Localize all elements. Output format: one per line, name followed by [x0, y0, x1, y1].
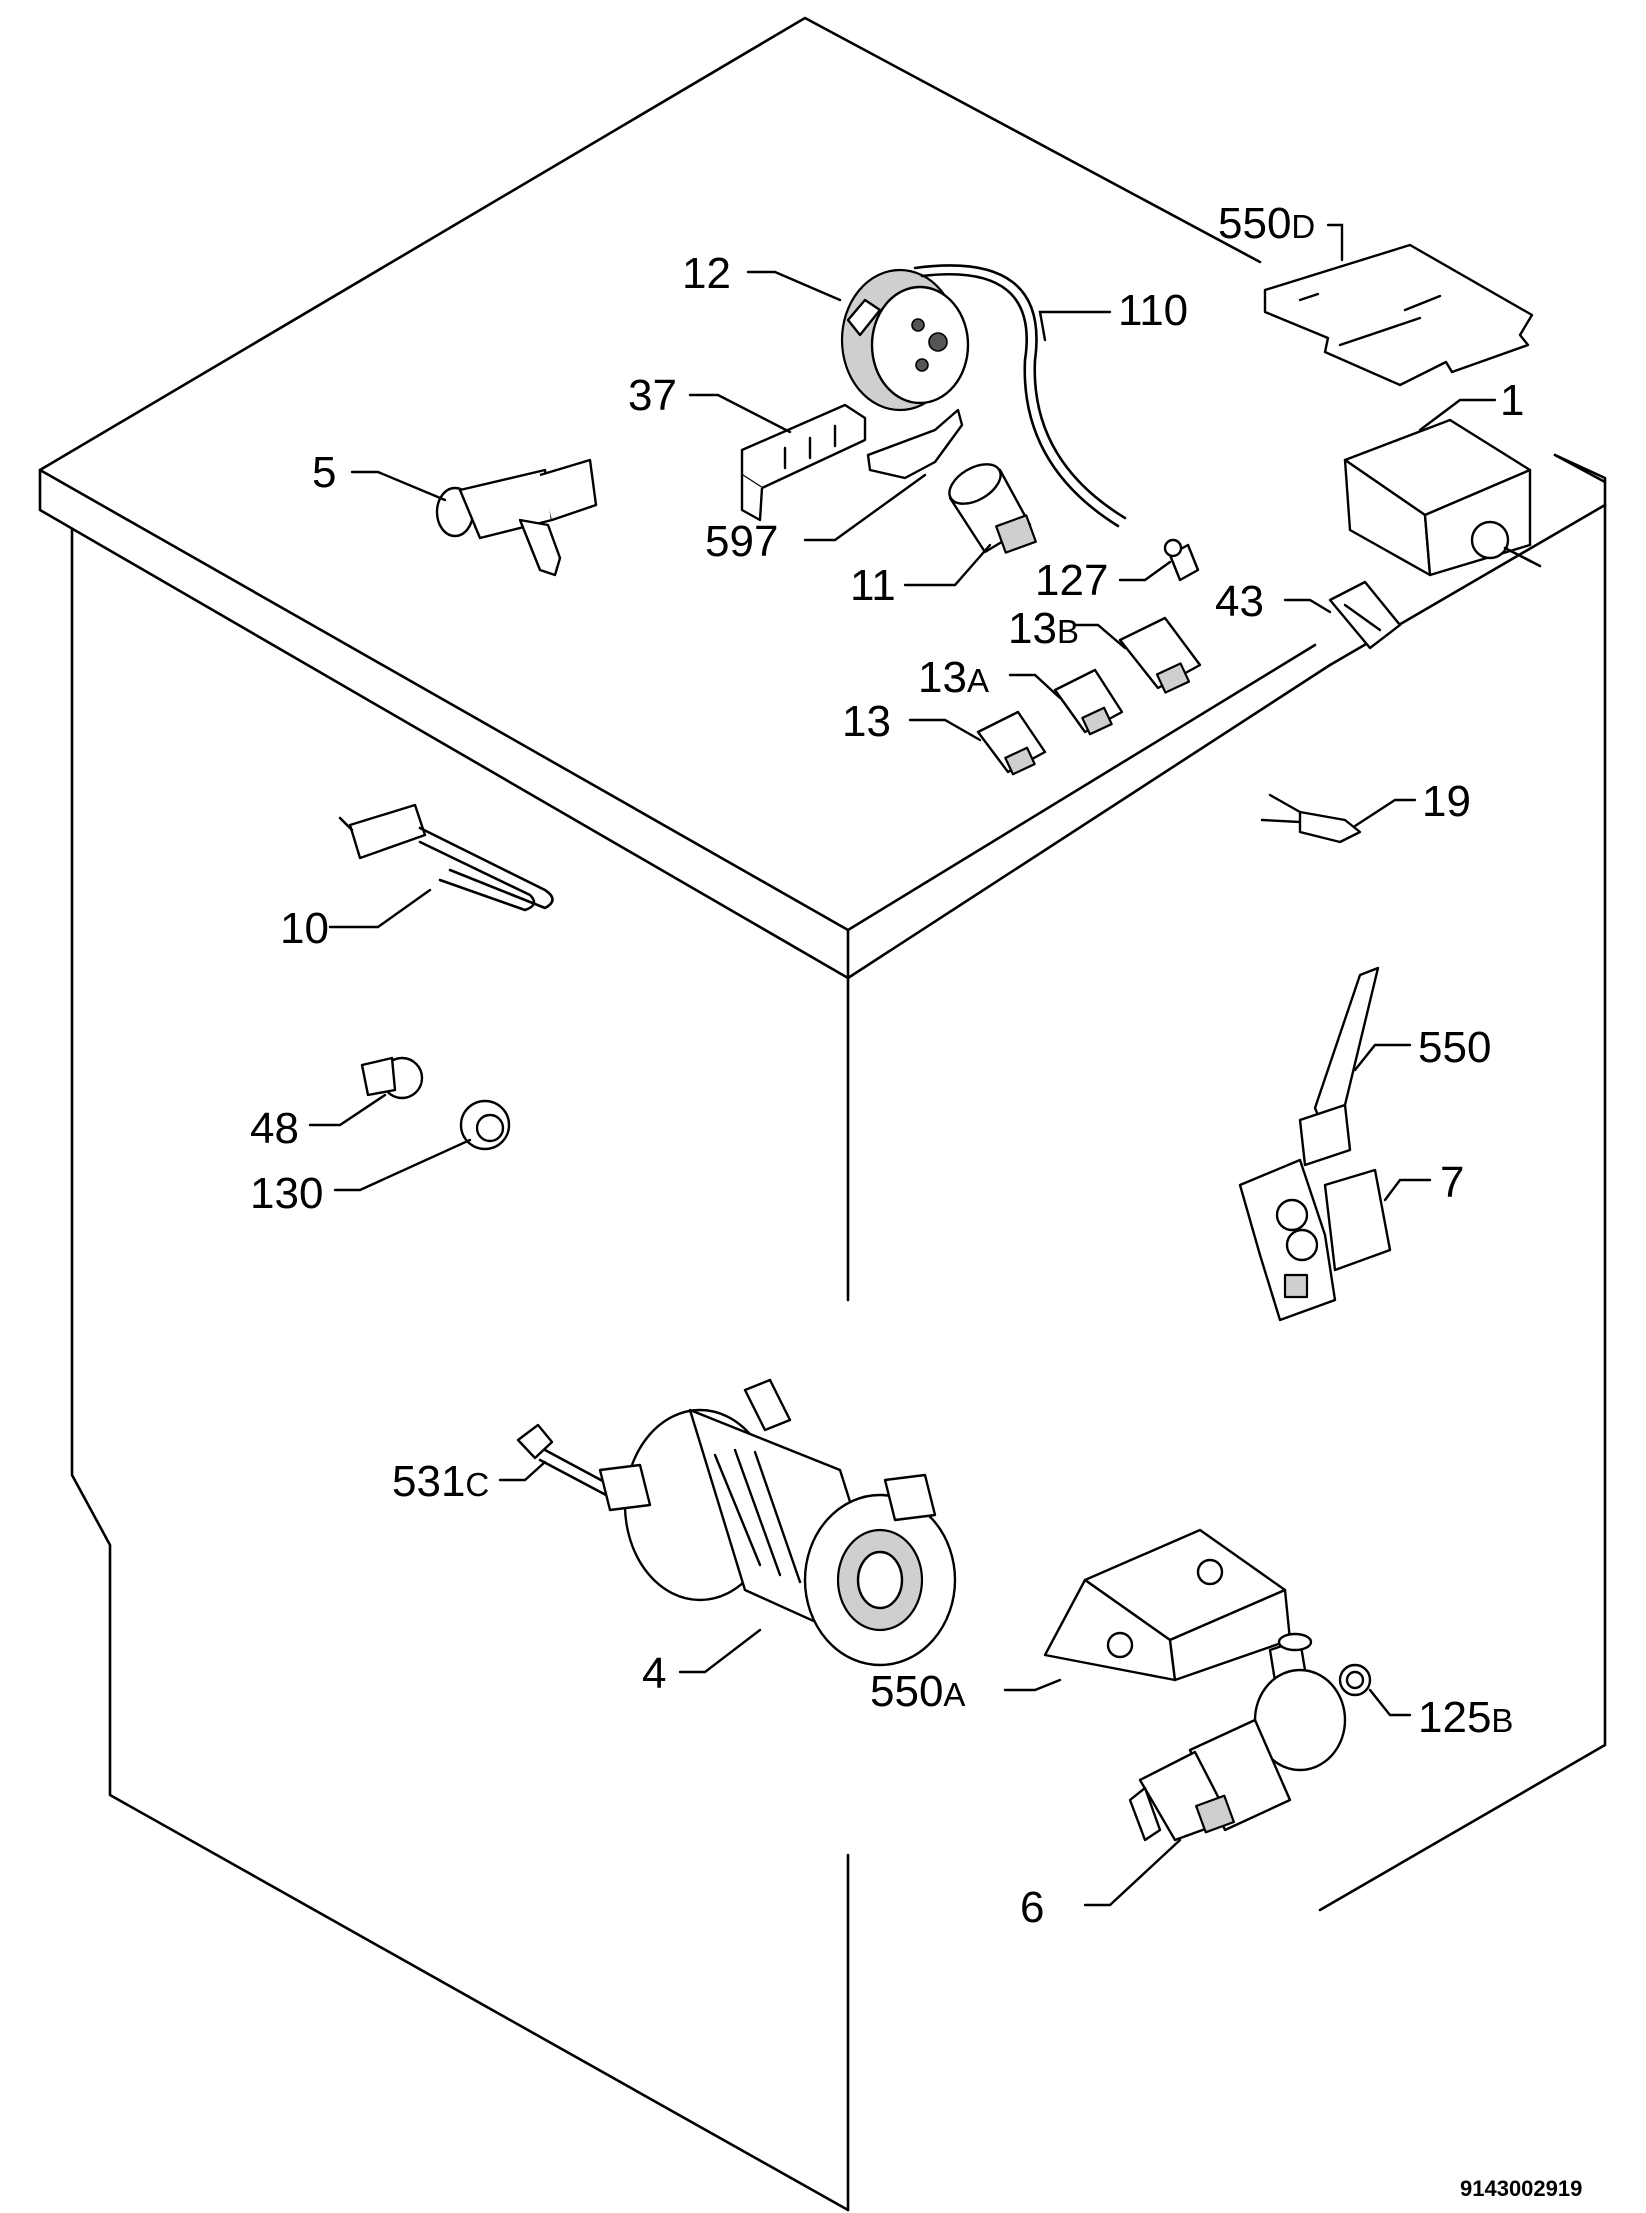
connector-13 [976, 710, 1047, 776]
label-597: 597 [705, 517, 778, 566]
label-130: 130 [250, 1169, 323, 1218]
thermostat-48 [360, 1056, 424, 1100]
capacitor-11 [948, 463, 1037, 554]
label-4: 4 [642, 1649, 666, 1698]
hose-110 [913, 264, 1127, 520]
pump-6 [1128, 1632, 1347, 1842]
label-13: 13 [842, 697, 891, 746]
label-110: 110 [1118, 286, 1188, 335]
label-5: 5 [312, 448, 336, 497]
cover-550a [1043, 1528, 1292, 1682]
heating-element-10 [338, 803, 554, 912]
label-43: 43 [1215, 577, 1264, 626]
nut-130 [459, 1099, 511, 1151]
label-37: 37 [628, 371, 677, 420]
label-550: 550 [1418, 1023, 1491, 1072]
motor-4 [598, 1378, 957, 1667]
label-19: 19 [1422, 777, 1471, 826]
document-number: 9143002919 [1460, 2176, 1582, 2201]
label-48: 48 [250, 1104, 299, 1153]
label-1: 1 [1500, 376, 1524, 425]
valve-5 [435, 458, 598, 577]
terminal-block-37 [740, 403, 867, 522]
label-13b: 13B [1008, 604, 1079, 653]
label-13a: 13A [918, 653, 989, 702]
label-11: 11 [850, 561, 896, 610]
ring-125b [1338, 1663, 1372, 1697]
leader-lines [308, 223, 1497, 1907]
label-550a: 550A [870, 1667, 965, 1716]
connector-43 [1328, 580, 1402, 650]
sensor-19 [1260, 793, 1362, 844]
connector-13a [1053, 668, 1124, 736]
door-lock-assembly-550-7 [1238, 966, 1392, 1322]
cover-plate-550d [1263, 243, 1534, 387]
plug-127 [1163, 538, 1200, 582]
label-127: 127 [1035, 556, 1108, 605]
label-7: 7 [1440, 1158, 1464, 1207]
cabinet-outline [38, 16, 1607, 2212]
label-6: 6 [1020, 1883, 1044, 1932]
bracket-597 [866, 408, 964, 480]
label-125b: 125B [1418, 1693, 1513, 1742]
label-550d: 550D [1218, 199, 1315, 248]
connector-13b [1118, 616, 1202, 694]
part-labels: 550D 12 110 37 1 5 597 11 127 43 13B 13A… [250, 199, 1582, 2201]
label-12: 12 [682, 249, 731, 298]
timer-1 [1343, 418, 1542, 577]
pressure-switch-12 [840, 268, 970, 412]
bolt-531c [516, 1423, 614, 1497]
label-10: 10 [280, 904, 329, 953]
label-531c: 531C [392, 1457, 489, 1506]
